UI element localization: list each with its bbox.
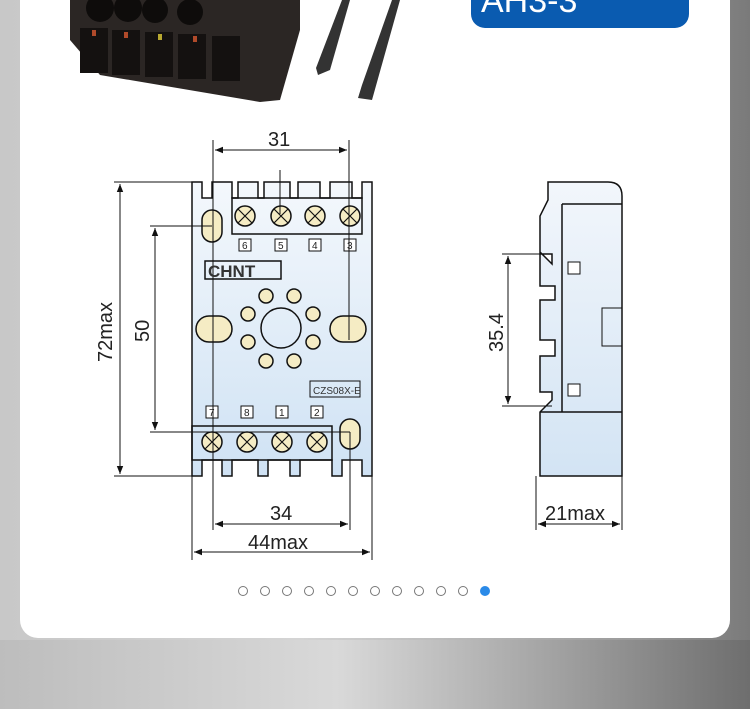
dim-overall-height: 72max bbox=[95, 302, 117, 362]
terminal-label: 1 bbox=[279, 408, 285, 419]
carousel-dot[interactable] bbox=[238, 586, 248, 596]
front-view bbox=[191, 181, 373, 477]
product-photo bbox=[70, 0, 400, 102]
carousel-dot[interactable] bbox=[436, 586, 446, 596]
terminal-label: 4 bbox=[312, 241, 318, 252]
dim-bottom-width: 44max bbox=[248, 532, 308, 554]
carousel-dots bbox=[238, 586, 490, 596]
dimension-lines bbox=[114, 140, 373, 560]
carousel-dot[interactable] bbox=[326, 586, 336, 596]
terminal-label: 2 bbox=[314, 408, 320, 419]
brand-logo: CHNT bbox=[208, 262, 256, 281]
carousel-dot[interactable] bbox=[304, 586, 314, 596]
terminal-label: 8 bbox=[244, 408, 250, 419]
terminal-label: 3 bbox=[347, 241, 353, 252]
carousel-dot[interactable] bbox=[392, 586, 402, 596]
terminal-label: 5 bbox=[278, 241, 284, 252]
carousel-dot[interactable] bbox=[480, 586, 490, 596]
terminal-label: 7 bbox=[209, 408, 215, 419]
model-label: CZS08X-E bbox=[313, 386, 361, 397]
terminal-label: 6 bbox=[242, 241, 248, 252]
dimension-diagram: 31 72max 50 34 44max 35.4 21max CHNT CZS… bbox=[95, 129, 623, 560]
product-model-badge: AH3-3 bbox=[471, 0, 689, 28]
side-view bbox=[539, 181, 623, 477]
background-floor bbox=[0, 640, 750, 709]
dim-rail: 35.4 bbox=[486, 313, 508, 352]
dim-bottom-inner: 34 bbox=[270, 503, 292, 525]
carousel-dot[interactable] bbox=[414, 586, 424, 596]
dim-mount-height: 50 bbox=[132, 320, 154, 342]
carousel-dot[interactable] bbox=[348, 586, 358, 596]
dim-depth: 21max bbox=[545, 503, 605, 525]
carousel-dot[interactable] bbox=[282, 586, 292, 596]
dim-top-width: 31 bbox=[268, 129, 290, 151]
carousel-dot[interactable] bbox=[458, 586, 468, 596]
carousel-dot[interactable] bbox=[370, 586, 380, 596]
carousel-dot[interactable] bbox=[260, 586, 270, 596]
